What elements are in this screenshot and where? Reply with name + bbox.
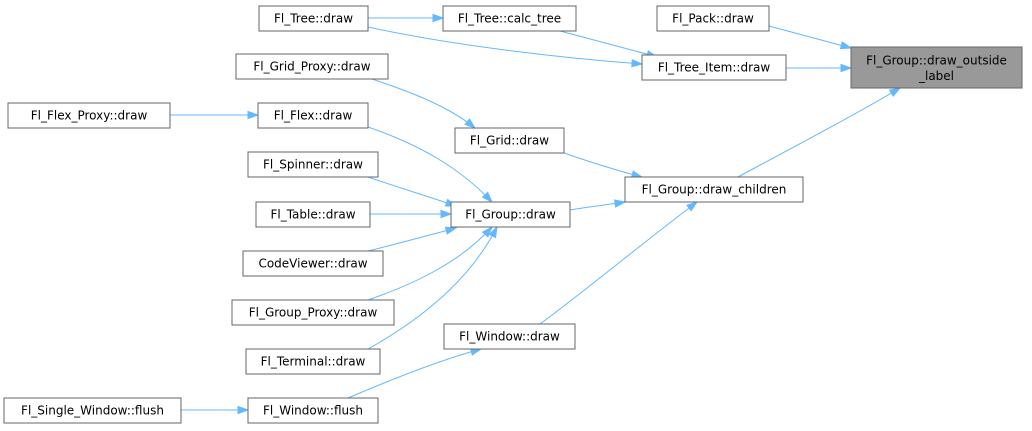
arrowhead-tree_draw-to-tree_calc_tree	[432, 13, 445, 23]
node-group-draw[interactable]: Fl_Group::draw	[450, 201, 571, 228]
edge-codeviewer_draw-to-group_draw	[367, 227, 457, 252]
edge-group_proxy_draw-to-group_draw	[367, 226, 493, 301]
node-codeviewer-draw[interactable]: CodeViewer::draw	[242, 250, 384, 277]
arrowhead-window_draw-to-draw_children	[686, 201, 699, 212]
node-grid-proxy-draw-label: Fl_Grid_Proxy::draw	[253, 60, 370, 74]
node-tree-draw-label: Fl_Tree::draw	[274, 12, 353, 26]
node-target[interactable]: Fl_Group::draw_outside _label	[850, 46, 1023, 89]
node-tree-calc-tree[interactable]: Fl_Tree::calc_tree	[442, 5, 577, 32]
node-target-label-2: _label	[918, 69, 954, 83]
node-flex-proxy-draw-label: Fl_Flex_Proxy::draw	[31, 109, 148, 123]
node-pack-draw[interactable]: Fl_Pack::draw	[656, 5, 770, 32]
node-pack-draw-label: Fl_Pack::draw	[672, 12, 754, 26]
edge-tree_draw-to-tree_item_draw	[367, 26, 643, 65]
node-tree-item-draw[interactable]: Fl_Tree_Item::draw	[641, 54, 787, 81]
node-flex-draw[interactable]: Fl_Flex::draw	[257, 102, 369, 129]
arrowhead-group_draw-to-draw_children	[613, 199, 627, 208]
arrowhead-draw_children-to-target	[888, 87, 902, 98]
node-group-draw-label: Fl_Group::draw	[465, 208, 556, 222]
node-grid-draw-label: Fl_Grid::draw	[470, 134, 549, 148]
arrowhead-flex_draw-to-group_draw	[481, 191, 494, 204]
arrowhead-table_draw-to-group_draw	[440, 209, 453, 219]
node-window-draw[interactable]: Fl_Window::draw	[443, 323, 576, 350]
node-codeviewer-draw-label: CodeViewer::draw	[258, 257, 367, 271]
arrowhead-pack_draw-to-target	[839, 41, 853, 50]
edge-pack_draw-to-target	[768, 25, 852, 49]
arrowhead-tree_draw-to-tree_item_draw	[631, 59, 644, 68]
node-tree-calc-tree-label: Fl_Tree::calc_tree	[458, 12, 561, 26]
node-table-draw[interactable]: Fl_Table::draw	[255, 201, 371, 228]
edge-window_flush-to-window_draw	[347, 348, 482, 399]
node-group-proxy-draw-label: Fl_Group_Proxy::draw	[249, 306, 378, 320]
node-draw-children-label: Fl_Group::draw_children	[642, 183, 787, 197]
arrowhead-single_window_flush-to-window_flush	[237, 405, 250, 415]
node-spinner-draw-label: Fl_Spinner::draw	[263, 158, 363, 172]
arrowhead-terminal_draw-to-group_draw	[488, 225, 498, 239]
node-tree-draw[interactable]: Fl_Tree::draw	[258, 5, 369, 32]
node-spinner-draw[interactable]: Fl_Spinner::draw	[247, 151, 379, 178]
edge-grid_proxy_draw-to-grid_draw	[371, 78, 476, 129]
arrowhead-codeviewer_draw-to-group_draw	[444, 226, 458, 235]
node-terminal-draw-label: Fl_Terminal::draw	[261, 355, 366, 369]
node-flex-draw-label: Fl_Flex::draw	[274, 109, 353, 123]
node-single-window-flush-label: Fl_Single_Window::flush	[21, 404, 164, 418]
edge-spinner_draw-to-group_draw	[367, 176, 457, 207]
node-group-proxy-draw[interactable]: Fl_Group_Proxy::draw	[231, 299, 395, 326]
node-target-label-1: Fl_Group::draw_outside	[866, 54, 1007, 68]
edge-window_draw-to-draw_children	[539, 201, 698, 325]
edge-tree_calc_tree-to-tree_item_draw	[559, 30, 658, 58]
node-window-flush[interactable]: Fl_Window::flush	[247, 397, 379, 424]
arrowhead-grid_proxy_draw-to-grid_draw	[464, 118, 477, 129]
arrowhead-group_proxy_draw-to-group_draw	[481, 225, 494, 238]
arrowhead-flex_proxy_draw-to-flex_draw	[247, 110, 260, 120]
node-window-flush-label: Fl_Window::flush	[263, 404, 363, 418]
node-single-window-flush[interactable]: Fl_Single_Window::flush	[3, 397, 182, 424]
node-terminal-draw[interactable]: Fl_Terminal::draw	[245, 348, 381, 375]
node-tree-item-draw-label: Fl_Tree_Item::draw	[658, 61, 771, 75]
edge-flex_draw-to-group_draw	[367, 126, 493, 203]
node-grid-proxy-draw[interactable]: Fl_Grid_Proxy::draw	[235, 53, 389, 80]
node-grid-draw[interactable]: Fl_Grid::draw	[454, 127, 565, 154]
node-window-draw-label: Fl_Window::draw	[459, 330, 560, 344]
edge-grid_draw-to-draw_children	[563, 152, 643, 178]
node-draw-children[interactable]: Fl_Group::draw_children	[624, 176, 804, 203]
edge-draw_children-to-target	[737, 87, 901, 178]
arrowhead-tree_item_draw-to-target	[840, 63, 853, 73]
edge-terminal_draw-to-group_draw	[367, 226, 498, 350]
node-flex-proxy-draw[interactable]: Fl_Flex_Proxy::draw	[7, 102, 171, 129]
node-table-draw-label: Fl_Table::draw	[270, 208, 355, 222]
